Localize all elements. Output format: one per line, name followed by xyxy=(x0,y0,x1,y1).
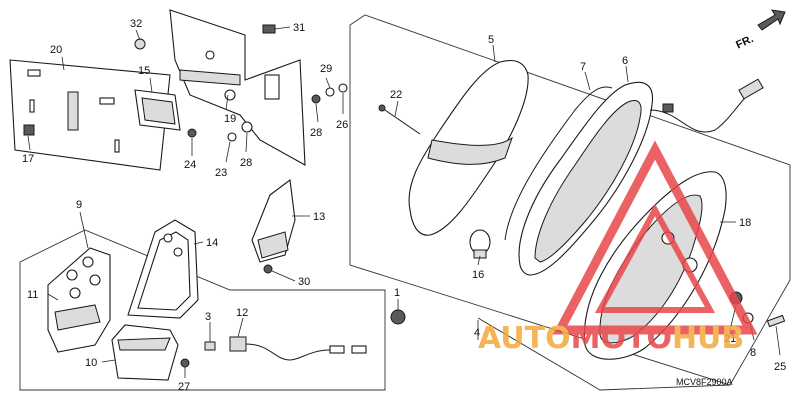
license-plate-bracket xyxy=(9,59,171,171)
callout-8: 8 xyxy=(750,347,756,359)
watermark-text-moto: MOTO xyxy=(571,321,672,356)
tail-light-wire xyxy=(649,78,764,133)
callout-19: 19 xyxy=(224,113,236,125)
license-light-group-frame xyxy=(19,229,386,391)
callout-28-left: 28 xyxy=(240,157,252,169)
callout-27: 27 xyxy=(178,381,190,393)
callout-25: 25 xyxy=(774,361,786,373)
rear-fender-bracket xyxy=(169,9,306,166)
callout-18: 18 xyxy=(739,217,751,229)
callout-12: 12 xyxy=(236,307,248,319)
license-light-housing xyxy=(47,247,111,353)
callout-1: 1 xyxy=(394,287,400,299)
callout-30: 30 xyxy=(298,276,310,288)
callout-10: 10 xyxy=(85,357,97,369)
callout-labels: 32 31 20 15 29 19 17 24 23 28 28 26 13 3… xyxy=(22,18,786,393)
callout-16: 16 xyxy=(472,269,484,281)
front-direction-arrow: FR. xyxy=(734,9,786,51)
callout-4: 4 xyxy=(474,327,480,339)
callout-5: 5 xyxy=(488,34,494,46)
watermark-logo: AUTOMOTOHUB xyxy=(478,140,758,356)
callout-7: 7 xyxy=(580,61,586,73)
callout-20: 20 xyxy=(50,44,62,56)
callout-24: 24 xyxy=(184,159,196,171)
watermark-inner-triangle xyxy=(594,203,716,313)
watermark-text-auto: AUTO xyxy=(478,321,571,356)
callout-21: 21 xyxy=(724,333,736,345)
callout-31: 31 xyxy=(293,22,305,34)
callout-26: 26 xyxy=(336,119,348,131)
callout-14: 14 xyxy=(206,237,218,249)
socket-wire-harness xyxy=(204,336,367,361)
callout-11: 11 xyxy=(27,289,38,301)
callout-32: 32 xyxy=(130,18,142,30)
callout-3: 3 xyxy=(205,311,211,323)
callout-17: 17 xyxy=(22,153,34,165)
front-direction-label: FR. xyxy=(734,33,755,51)
tail-light-group-frame xyxy=(349,14,791,386)
tail-light-lens-cover xyxy=(408,59,529,236)
hardware-bolts xyxy=(134,24,406,368)
license-light-lower-lens xyxy=(111,324,179,381)
wire-holder-bracket xyxy=(251,178,296,263)
callout-22: 22 xyxy=(390,89,402,101)
bulb xyxy=(469,229,491,259)
tail-light-housing xyxy=(504,81,654,276)
callout-23: 23 xyxy=(215,167,227,179)
callout-28-right: 28 xyxy=(310,127,322,139)
callout-13: 13 xyxy=(313,211,325,223)
diagram-code: MCV8F2900A xyxy=(676,377,733,387)
callout-15: 15 xyxy=(138,65,150,77)
license-light-lens xyxy=(134,89,181,131)
callout-9: 9 xyxy=(76,199,82,211)
watermark-text-hub: HUB xyxy=(672,321,744,356)
license-light-gasket xyxy=(127,219,199,319)
screw-22 xyxy=(378,104,421,135)
callout-29: 29 xyxy=(320,63,332,75)
watermark-triangle xyxy=(552,140,758,335)
watermark-text: AUTOMOTOHUB xyxy=(478,321,744,356)
tail-light-inner-frame xyxy=(477,317,731,391)
callout-6: 6 xyxy=(622,55,628,67)
